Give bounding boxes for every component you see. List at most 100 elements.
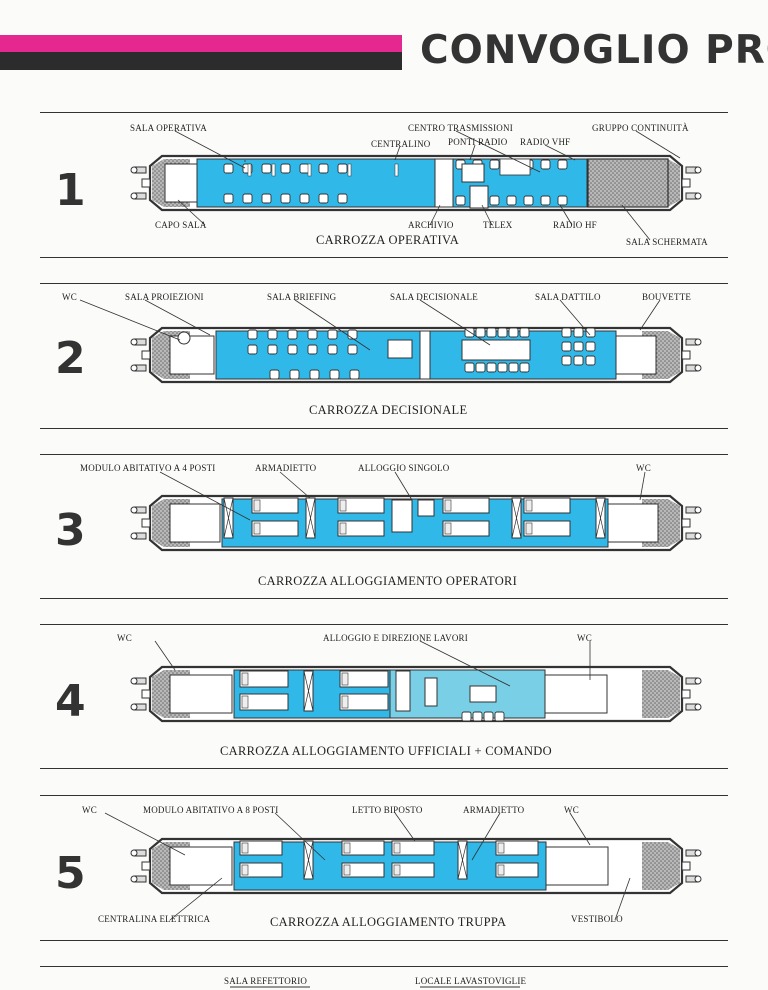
leader-line bbox=[169, 877, 223, 921]
label-centralino: CENTRALINO bbox=[371, 139, 431, 149]
coupler bbox=[141, 689, 151, 699]
section-rule bbox=[40, 112, 728, 113]
seat bbox=[327, 344, 338, 355]
buffer-head bbox=[130, 875, 138, 883]
leader-line bbox=[639, 471, 646, 501]
seat bbox=[287, 344, 298, 355]
single-room-bed bbox=[391, 499, 413, 533]
desk-divider bbox=[307, 163, 312, 177]
label-wc: WC bbox=[564, 805, 579, 815]
pillow bbox=[241, 842, 249, 854]
locker-cross bbox=[457, 840, 468, 880]
sala-schermata bbox=[587, 158, 669, 208]
label-sala-dattilo: SALA DATTILO bbox=[535, 292, 601, 302]
leader-line bbox=[159, 471, 251, 521]
pillow bbox=[393, 842, 401, 854]
seat bbox=[494, 711, 505, 722]
seat bbox=[280, 193, 291, 204]
car-name-5: CARROZZA ALLOGGIAMENTO TRUPPA bbox=[270, 915, 507, 929]
seat bbox=[261, 193, 272, 204]
bunk bbox=[337, 520, 385, 537]
pillow bbox=[525, 522, 533, 535]
seat bbox=[318, 163, 329, 174]
label-wc: WC bbox=[82, 805, 97, 815]
single-room-desk bbox=[417, 499, 435, 517]
seat bbox=[508, 362, 519, 373]
leader-line bbox=[79, 299, 181, 341]
seat bbox=[267, 329, 278, 340]
locker-cross bbox=[511, 497, 522, 539]
wc-left bbox=[169, 846, 233, 886]
buffer-head bbox=[694, 192, 702, 200]
buffer-head bbox=[694, 677, 702, 685]
seat bbox=[489, 195, 500, 206]
label-capo-sala: CAPO SALA bbox=[155, 220, 207, 230]
label-armadietto: ARMADIETTO bbox=[255, 463, 317, 473]
label-bouvette: BOUVETTE bbox=[642, 292, 692, 302]
label-centralina-elettrica: CENTRALINA ELETTRICA bbox=[98, 914, 211, 924]
seat bbox=[486, 362, 497, 373]
label-wc: WC bbox=[577, 633, 592, 643]
pillow bbox=[241, 695, 249, 709]
leader-line bbox=[419, 299, 491, 346]
coupler bbox=[141, 518, 151, 528]
pillow bbox=[339, 499, 347, 512]
pillow bbox=[525, 499, 533, 512]
seat bbox=[289, 369, 300, 380]
leader-line bbox=[144, 299, 211, 336]
coupler bbox=[681, 518, 691, 528]
wc-left bbox=[169, 503, 221, 543]
capo-sala-room bbox=[164, 163, 198, 203]
buffer-head bbox=[130, 506, 138, 514]
label-wc: WC bbox=[117, 633, 132, 643]
seat bbox=[519, 327, 530, 338]
seat bbox=[337, 163, 348, 174]
coupler bbox=[681, 178, 691, 188]
car-number-3: 3 bbox=[55, 505, 86, 556]
leader-line bbox=[279, 471, 311, 499]
bouvette-room bbox=[615, 335, 657, 375]
seat bbox=[497, 327, 508, 338]
coupler bbox=[141, 350, 151, 360]
coupler bbox=[141, 861, 151, 871]
leader-line bbox=[614, 877, 631, 921]
leader-line bbox=[174, 130, 246, 169]
bunk bbox=[251, 520, 299, 537]
car-5-blue-area bbox=[233, 841, 547, 891]
leader-line bbox=[394, 145, 401, 161]
seat bbox=[561, 327, 572, 338]
section-rule bbox=[40, 428, 728, 429]
bunk bbox=[391, 862, 435, 878]
section-rule bbox=[40, 283, 728, 284]
seat bbox=[223, 163, 234, 174]
bunk bbox=[495, 862, 539, 878]
pillow bbox=[339, 522, 347, 535]
leader-line bbox=[104, 812, 186, 856]
seat bbox=[561, 355, 572, 366]
label-vestibolo: VESTIBOLO bbox=[571, 914, 623, 924]
buffer-head bbox=[130, 849, 138, 857]
seat bbox=[327, 329, 338, 340]
seat bbox=[461, 711, 472, 722]
desk-divider bbox=[247, 163, 252, 177]
command-table bbox=[469, 685, 497, 703]
centralino-room bbox=[434, 158, 454, 208]
seat bbox=[519, 362, 530, 373]
buffer-head bbox=[694, 875, 702, 883]
pillow bbox=[444, 499, 452, 512]
desk-divider bbox=[347, 163, 352, 177]
seat bbox=[475, 362, 486, 373]
seat bbox=[247, 329, 258, 340]
bunk bbox=[251, 497, 299, 514]
buffer-head bbox=[694, 166, 702, 174]
seat bbox=[486, 327, 497, 338]
label-wc: WC bbox=[636, 463, 651, 473]
label-sala-schermata: SALA SCHERMATA bbox=[626, 237, 708, 247]
label-locale-lavastoviglie: LOCALE LAVASTOVIGLIE bbox=[415, 976, 527, 986]
car-name-2: CARROZZA DECISIONALE bbox=[309, 403, 468, 417]
seat bbox=[309, 369, 320, 380]
label-wc: WC bbox=[62, 292, 77, 302]
seat bbox=[307, 344, 318, 355]
bunk bbox=[239, 840, 283, 856]
